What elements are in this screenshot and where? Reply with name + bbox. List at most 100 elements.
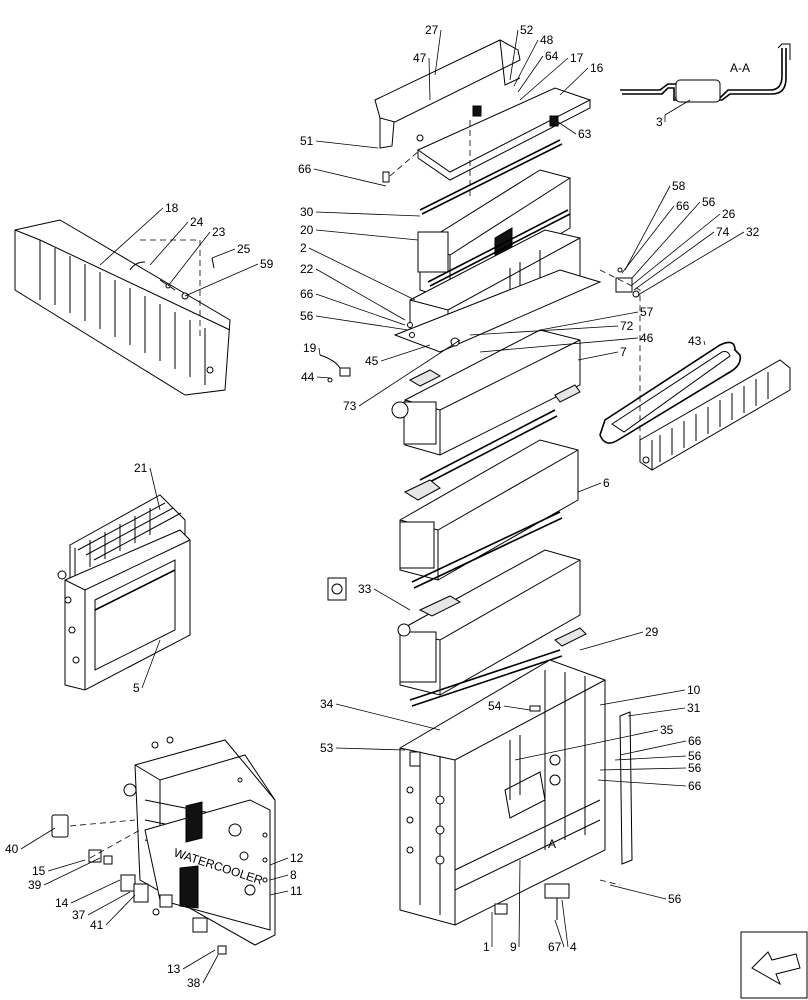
callout-57[interactable]: 57 — [539, 305, 654, 331]
callout-number: 35 — [660, 723, 674, 737]
callout-41[interactable]: 41 — [90, 894, 136, 932]
callout-number: 53 — [320, 741, 334, 755]
callout-5[interactable]: 5 — [133, 639, 161, 695]
callout-number: 72 — [620, 319, 634, 333]
callout-43[interactable]: 43 — [688, 334, 706, 348]
callout-35[interactable]: 35 — [514, 723, 674, 761]
callout-leader — [627, 707, 686, 717]
callout-27[interactable]: 27 — [425, 23, 442, 76]
callout-58[interactable]: 58 — [624, 179, 686, 271]
callout-number: 26 — [722, 207, 736, 221]
callout-number: 67 — [548, 940, 562, 954]
callout-66[interactable]: 66 — [597, 779, 702, 793]
callout-23[interactable]: 23 — [167, 225, 226, 287]
callout-29[interactable]: 29 — [579, 625, 659, 651]
callout-number: 38 — [187, 976, 201, 990]
callout-12[interactable]: 12 — [269, 851, 304, 866]
callout-33[interactable]: 33 — [358, 582, 411, 611]
callout-1[interactable]: 1 — [483, 912, 493, 954]
callout-14[interactable]: 14 — [55, 879, 121, 910]
callout-56[interactable]: 56 — [300, 309, 409, 331]
callout-6[interactable]: 6 — [577, 476, 610, 493]
north-arrow-icon — [740, 931, 808, 999]
callout-56[interactable]: 56 — [614, 749, 702, 763]
callout-26[interactable]: 26 — [631, 207, 736, 286]
callout-24[interactable]: 24 — [149, 215, 204, 266]
callout-leader — [703, 340, 706, 346]
callout-number: 15 — [32, 864, 46, 878]
callout-74[interactable]: 74 — [633, 225, 730, 291]
callout-number: 41 — [90, 918, 104, 932]
callout-30[interactable]: 30 — [300, 205, 421, 219]
callout-48[interactable]: 48 — [513, 33, 554, 87]
callout-leader — [561, 899, 569, 948]
callout-66[interactable]: 66 — [619, 734, 702, 756]
callout-39[interactable]: 39 — [28, 857, 101, 892]
callout-56[interactable]: 56 — [609, 884, 682, 906]
callout-46[interactable]: 46 — [479, 331, 654, 353]
callout-31[interactable]: 31 — [627, 701, 701, 717]
callout-15[interactable]: 15 — [32, 859, 86, 878]
callout-number: 19 — [303, 341, 317, 355]
callout-leader — [358, 339, 461, 407]
callout-66[interactable]: 66 — [300, 287, 406, 326]
callout-72[interactable]: 72 — [469, 319, 634, 336]
callout-leader — [621, 205, 675, 274]
callout-7[interactable]: 7 — [577, 345, 627, 361]
callout-53[interactable]: 53 — [320, 741, 406, 755]
callout-leader — [315, 140, 379, 149]
callout-37[interactable]: 37 — [72, 891, 131, 922]
callout-25[interactable]: 25 — [211, 242, 251, 259]
callout-leader — [380, 344, 431, 362]
callout-63[interactable]: 63 — [554, 119, 592, 141]
callout-number: 66 — [300, 287, 314, 301]
callout-leader — [315, 211, 421, 217]
callout-40[interactable]: 40 — [5, 827, 56, 856]
callout-16[interactable]: 16 — [559, 61, 604, 96]
callout-54[interactable]: 54 — [488, 699, 531, 713]
callout-number: 16 — [590, 61, 604, 75]
callout-66[interactable]: 66 — [621, 199, 690, 274]
callout-11[interactable]: 11 — [269, 884, 303, 898]
callout-38[interactable]: 38 — [187, 954, 219, 990]
callout-8[interactable]: 8 — [269, 868, 297, 882]
callout-leader — [315, 229, 419, 241]
callout-4[interactable]: 4 — [561, 899, 577, 954]
callout-67[interactable]: 67 — [548, 919, 565, 954]
callout-3[interactable]: 3 — [656, 115, 666, 129]
callout-21[interactable]: 21 — [134, 461, 161, 511]
callout-18[interactable]: 18 — [99, 201, 179, 266]
callout-22[interactable]: 22 — [300, 262, 406, 321]
callout-number: 33 — [358, 582, 372, 596]
callout-leader — [614, 755, 687, 761]
callout-34[interactable]: 34 — [320, 697, 441, 731]
callout-19[interactable]: 19 — [303, 341, 321, 356]
callout-32[interactable]: 32 — [637, 225, 760, 296]
callout-56[interactable]: 56 — [631, 195, 716, 279]
callout-9[interactable]: 9 — [510, 859, 521, 954]
callout-66[interactable]: 66 — [298, 162, 387, 187]
callout-number: 13 — [167, 962, 181, 976]
callout-number: 20 — [300, 223, 314, 237]
callout-73[interactable]: 73 — [343, 339, 461, 413]
callout-leader — [313, 168, 387, 187]
callout-number: 1 — [483, 940, 490, 954]
callout-leader — [599, 767, 687, 771]
callout-47[interactable]: 47 — [413, 51, 431, 101]
callout-45[interactable]: 45 — [365, 344, 431, 368]
callout-10[interactable]: 10 — [599, 683, 701, 706]
callout-59[interactable]: 59 — [184, 257, 274, 297]
small-bracket — [327, 577, 347, 601]
callout-64[interactable]: 64 — [517, 49, 559, 93]
callout-number: 18 — [165, 201, 179, 215]
callout-56[interactable]: 56 — [599, 761, 702, 775]
callout-51[interactable]: 51 — [300, 134, 379, 149]
callout-13[interactable]: 13 — [167, 949, 216, 976]
callout-leader — [318, 347, 321, 356]
callout-52[interactable]: 52 — [509, 23, 534, 81]
callout-44[interactable]: 44 — [301, 370, 331, 384]
callout-17[interactable]: 17 — [519, 51, 584, 101]
callout-20[interactable]: 20 — [300, 223, 419, 241]
callout-number: 56 — [702, 195, 716, 209]
callout-2[interactable]: 2 — [300, 241, 416, 301]
